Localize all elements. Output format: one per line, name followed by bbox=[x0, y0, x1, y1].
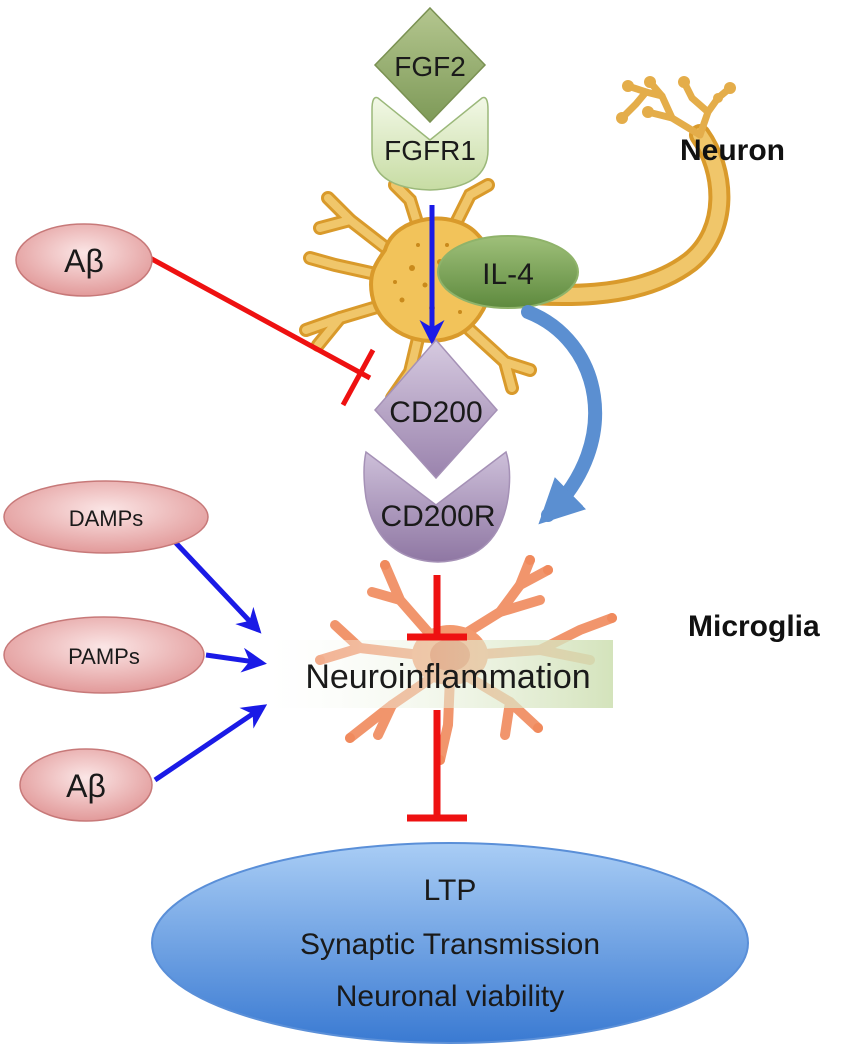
il4-label: IL-4 bbox=[482, 258, 534, 291]
il4-to-microglia-curved-arrow bbox=[521, 305, 603, 525]
fgf2-label: FGF2 bbox=[394, 51, 466, 82]
abeta-bottom-arrow bbox=[153, 704, 268, 783]
outcome-node bbox=[151, 842, 749, 1044]
microglia-label: Microglia bbox=[688, 610, 820, 643]
outcome-line-2: Synaptic Transmission bbox=[300, 928, 600, 961]
abeta-bottom-label: Aβ bbox=[66, 768, 106, 804]
cd200r-node bbox=[363, 450, 511, 563]
pamps-label: PAMPs bbox=[68, 644, 140, 669]
outcome-line-3: Neuronal viability bbox=[336, 980, 564, 1013]
abeta-top-node bbox=[15, 223, 153, 297]
fgfr1-label: FGFR1 bbox=[384, 135, 476, 166]
neuroinflammation-band bbox=[268, 640, 613, 708]
cd200-node bbox=[373, 338, 499, 480]
abeta-bottom-node bbox=[19, 748, 153, 822]
fgfr1-node bbox=[371, 96, 489, 191]
cd200r-label: CD200R bbox=[380, 500, 495, 533]
neuroinflammation-label: Neuroinflammation bbox=[305, 658, 590, 696]
outcome-line-1: LTP bbox=[424, 874, 477, 907]
damps-label: DAMPs bbox=[69, 506, 144, 531]
cd200-label: CD200 bbox=[389, 396, 482, 429]
damps-node bbox=[3, 480, 209, 554]
abeta-top-inhibition-bar bbox=[340, 348, 376, 407]
neuron-label: Neuron bbox=[680, 134, 785, 167]
abeta-top-label: Aβ bbox=[64, 243, 104, 279]
damps-arrow bbox=[173, 540, 262, 634]
il4-node bbox=[437, 235, 579, 309]
pamps-node bbox=[3, 616, 205, 694]
fgf2-node bbox=[373, 6, 487, 124]
pamps-arrow bbox=[205, 647, 267, 673]
abeta-top-inhibition-line bbox=[148, 255, 372, 381]
